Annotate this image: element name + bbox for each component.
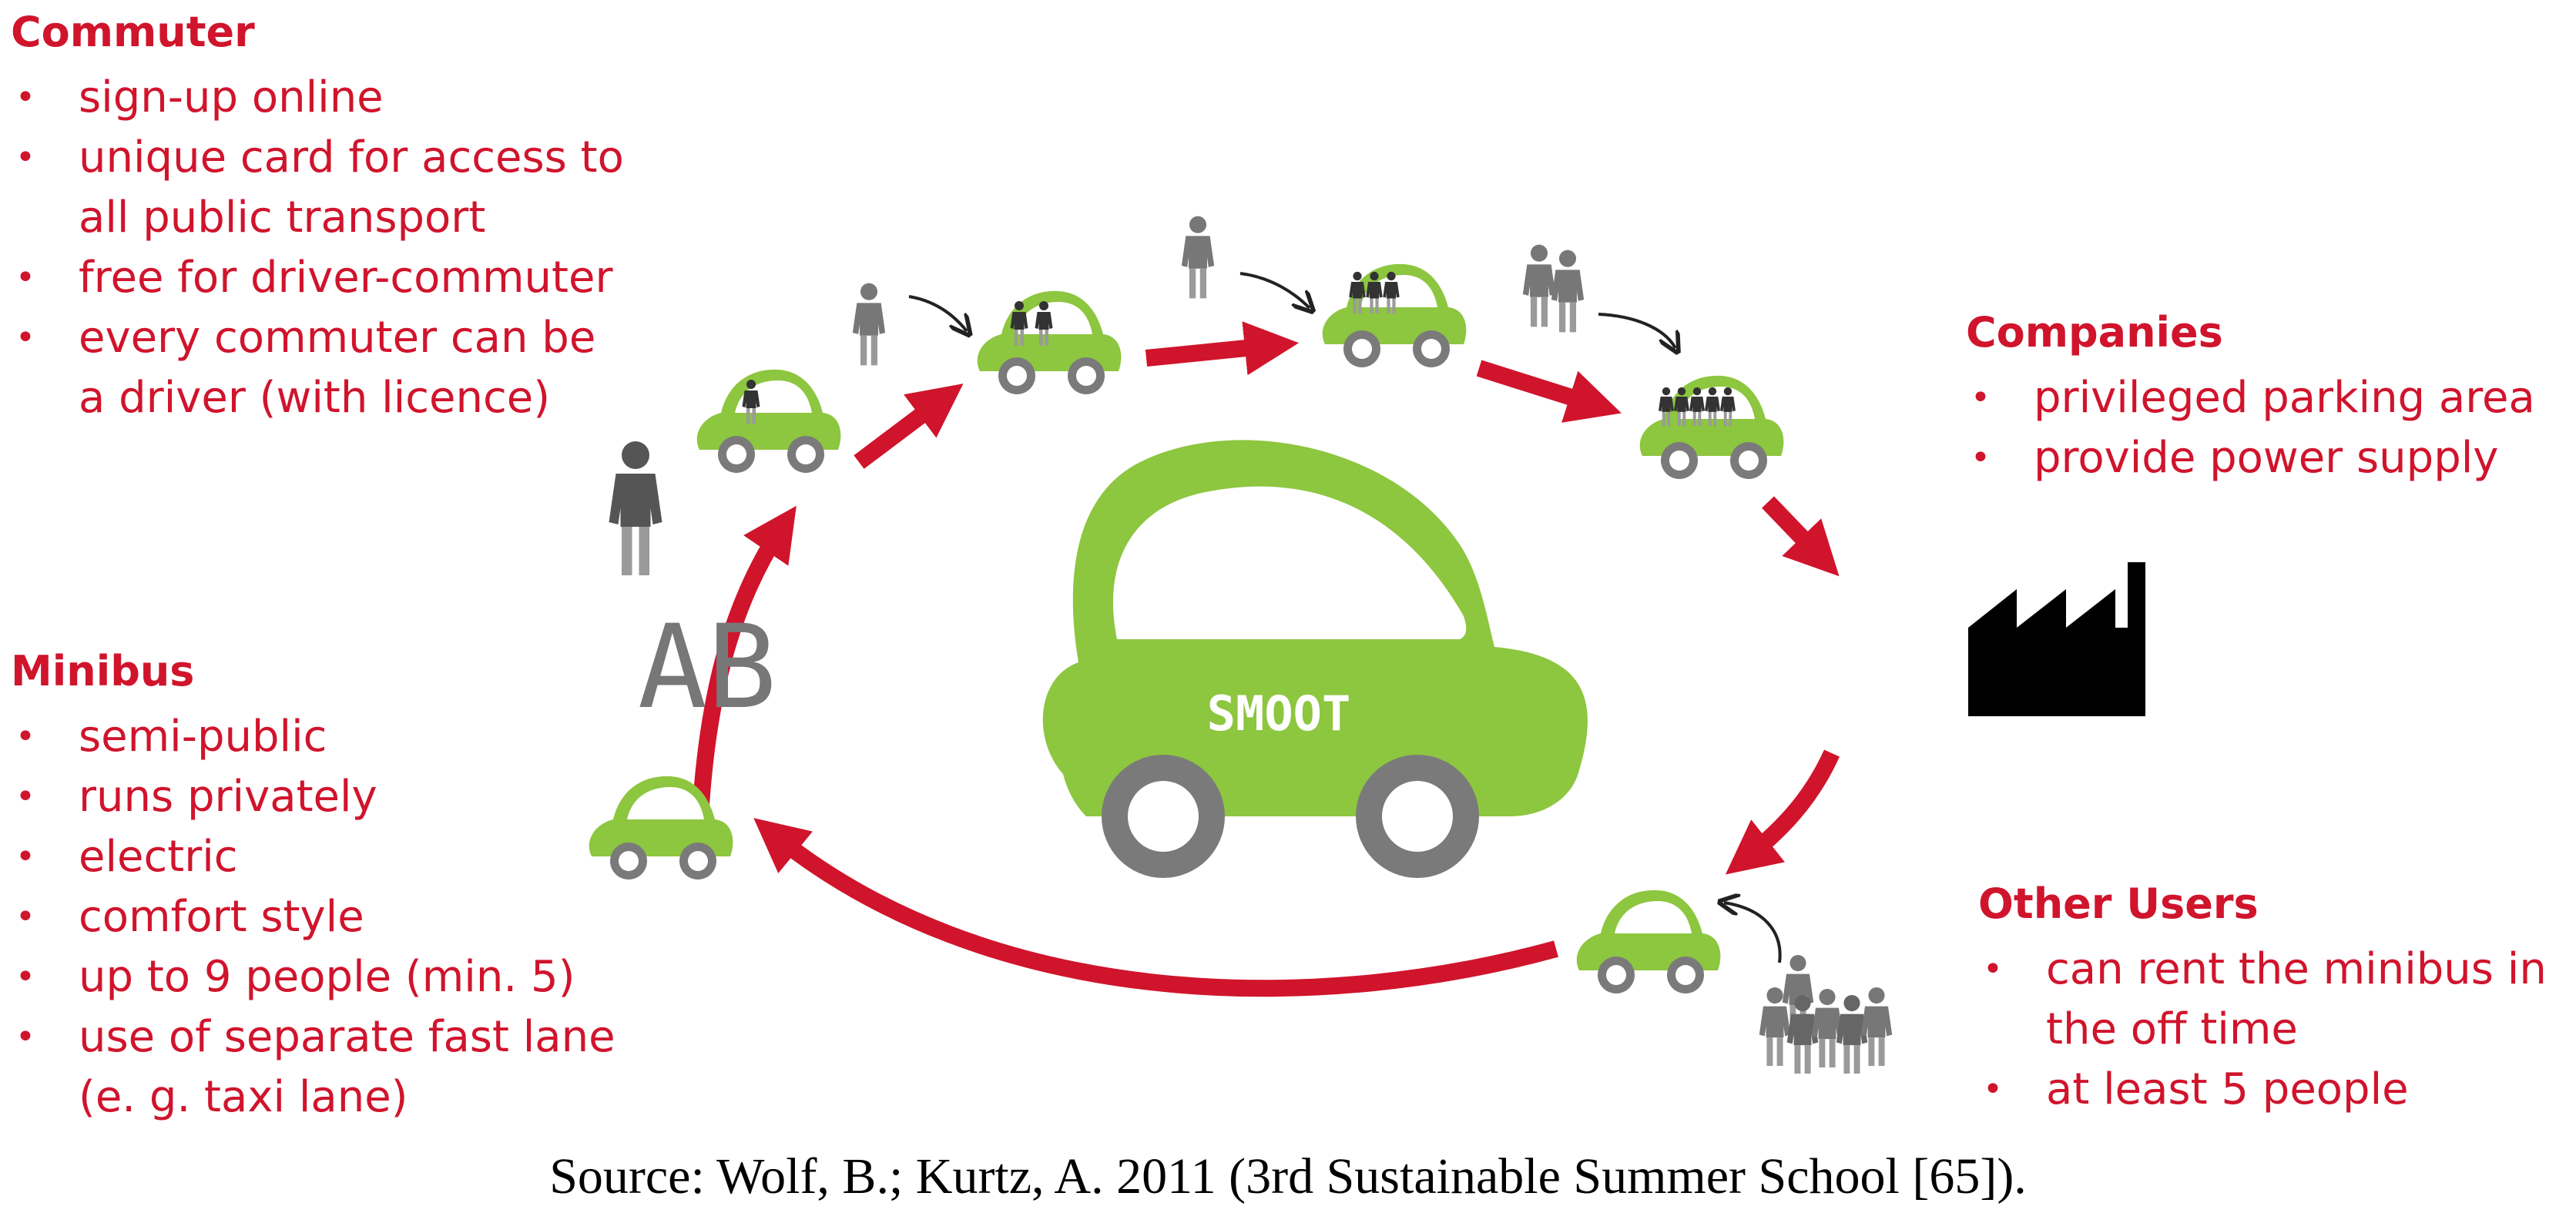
companies-block: Companies privileged parking area provid… bbox=[1966, 308, 2535, 488]
minibus-block: Minibus semi-public runs privately elect… bbox=[11, 647, 615, 1128]
person-icon bbox=[852, 283, 886, 366]
car-icon bbox=[977, 290, 1122, 394]
source-caption: Source: Wolf, B.; Kurtz, A. 2011 (3rd Su… bbox=[549, 1148, 2027, 1205]
car-stop-4 bbox=[1639, 375, 1784, 479]
list-item: use of separate fast lane(e. g. taxi lan… bbox=[11, 1007, 615, 1128]
list-item: at least 5 people bbox=[1978, 1060, 2547, 1120]
minibus-list: semi-public runs privately electric comf… bbox=[11, 707, 615, 1128]
person-icon bbox=[609, 441, 662, 575]
person-icon bbox=[1860, 987, 1893, 1067]
list-item: provide power supply bbox=[1966, 428, 2535, 488]
person-icon bbox=[1811, 988, 1843, 1068]
commuter-heading: Commuter bbox=[11, 8, 255, 56]
commuter-list: sign-up online unique card for access to… bbox=[11, 68, 624, 428]
car-stop-2 bbox=[977, 290, 1122, 394]
arrow-icon bbox=[854, 384, 964, 469]
arrow-icon bbox=[1598, 313, 1675, 348]
car-icon bbox=[1576, 890, 1721, 993]
list-item: every commuter can bea driver (with lice… bbox=[11, 308, 624, 428]
person-icon bbox=[1181, 216, 1215, 299]
commuter-block: Commuter sign-up online unique card for … bbox=[11, 8, 624, 428]
minibus-heading: Minibus bbox=[11, 647, 195, 695]
companies-list: privileged parking area provide power su… bbox=[1966, 368, 2535, 488]
other-users-crowd bbox=[1759, 954, 1893, 1074]
arrow-icon bbox=[693, 505, 797, 806]
person-icon bbox=[1522, 244, 1556, 327]
car-icon bbox=[1322, 263, 1467, 367]
arrow-icon bbox=[1762, 496, 1840, 577]
arrow-icon bbox=[753, 818, 1558, 997]
cycle-arrows bbox=[693, 321, 1840, 997]
arrow-icon bbox=[1724, 903, 1782, 963]
person-icon bbox=[1551, 250, 1585, 333]
arrow-icon bbox=[1725, 749, 1840, 875]
list-item: semi-public bbox=[11, 707, 615, 767]
list-item: sign-up online bbox=[11, 68, 624, 128]
arrow-icon bbox=[1239, 272, 1310, 308]
car-other-users bbox=[1576, 890, 1721, 993]
companies-heading: Companies bbox=[1966, 308, 2223, 357]
car-label: SMOOT bbox=[1207, 685, 1351, 742]
list-item: comfort style bbox=[11, 887, 615, 947]
list-item: electric bbox=[11, 827, 615, 887]
arrow-icon bbox=[1145, 321, 1300, 376]
list-item: runs privately bbox=[11, 767, 615, 827]
list-item: privileged parking area bbox=[1966, 368, 2535, 428]
boarding-arrows bbox=[908, 272, 1782, 963]
arrow-icon bbox=[1476, 360, 1622, 423]
car-stop-3 bbox=[1322, 263, 1467, 367]
car-icon bbox=[696, 369, 841, 473]
car-stop-1 bbox=[696, 369, 841, 473]
arrow-icon bbox=[908, 295, 967, 331]
list-item: free for driver-commuter bbox=[11, 248, 624, 308]
smoot-car: SMOOT bbox=[1042, 440, 1588, 878]
other-users-heading: Other Users bbox=[1978, 880, 2259, 928]
ab-label: AB bbox=[638, 601, 777, 735]
list-item: up to 9 people (min. 5) bbox=[11, 947, 615, 1007]
factory-icon bbox=[1968, 562, 2145, 716]
